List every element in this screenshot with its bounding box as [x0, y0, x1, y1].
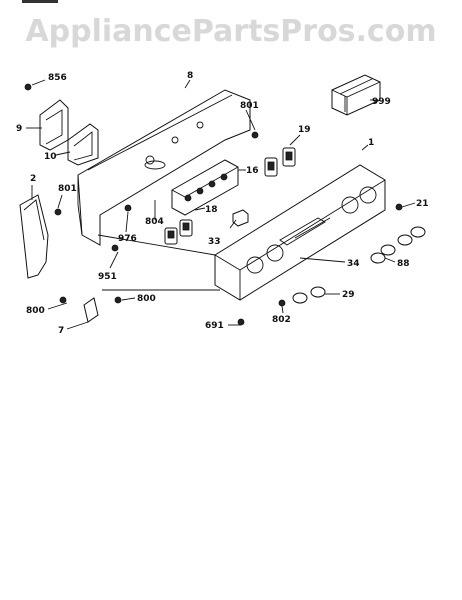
- callout-21: 21: [416, 199, 429, 209]
- switch-part[interactable]: [264, 147, 296, 177]
- callout-labels: 856 8 801 9 10 19 999 1 16 2 801 18 804 …: [16, 71, 429, 336]
- small-switch-part[interactable]: [232, 209, 249, 227]
- callout-800-left: 800: [26, 306, 45, 316]
- screw-691[interactable]: [237, 318, 245, 326]
- side-trim-part[interactable]: [19, 194, 49, 279]
- callout-16: 16: [246, 166, 259, 176]
- bushing-976[interactable]: [124, 204, 132, 212]
- screw-800[interactable]: [59, 296, 67, 304]
- screw-801[interactable]: [251, 131, 259, 139]
- callout-1: 1: [368, 138, 374, 148]
- callout-691: 691: [205, 321, 224, 331]
- screw-856[interactable]: [24, 83, 32, 91]
- callout-18: 18: [205, 205, 218, 215]
- callout-88: 88: [397, 259, 410, 269]
- callout-804: 804: [145, 217, 164, 227]
- callout-999: 999: [372, 97, 391, 107]
- callout-976: 976: [118, 234, 137, 244]
- callout-8: 8: [187, 71, 193, 81]
- callout-10: 10: [44, 152, 57, 162]
- watermark: AppliancePartsPros.com: [25, 14, 437, 49]
- knob-part-29[interactable]: [292, 286, 326, 304]
- callout-29: 29: [342, 290, 355, 300]
- control-module-part[interactable]: [331, 74, 381, 116]
- callout-802: 802: [272, 315, 291, 325]
- callout-33: 33: [208, 237, 221, 247]
- leader-lines: [26, 79, 416, 330]
- timer-assembly-part[interactable]: [171, 159, 239, 216]
- callout-7: 7: [58, 326, 64, 336]
- side-bracket-part[interactable]: [39, 99, 69, 151]
- callout-801-top: 801: [240, 101, 259, 111]
- bracket-part[interactable]: [67, 123, 99, 166]
- screw-800-right[interactable]: [114, 296, 122, 304]
- screw-951[interactable]: [111, 244, 119, 252]
- mounting-bracket-part[interactable]: [83, 297, 99, 323]
- callout-19: 19: [298, 125, 311, 135]
- knob-part-88[interactable]: [370, 226, 426, 264]
- top-edge-mark: [22, 0, 58, 3]
- callout-856: 856: [48, 73, 67, 83]
- callout-800-right: 800: [137, 294, 156, 304]
- infinite-switch-part[interactable]: [164, 219, 193, 245]
- screw-21[interactable]: [395, 203, 403, 211]
- screw-802[interactable]: [278, 299, 286, 307]
- callout-34: 34: [347, 259, 360, 269]
- screw-801-side[interactable]: [54, 208, 62, 216]
- control-panel-part[interactable]: [214, 164, 386, 301]
- callout-801-side: 801: [58, 184, 77, 194]
- callout-951: 951: [98, 272, 117, 282]
- back-panel-part[interactable]: [77, 89, 251, 246]
- callout-9: 9: [16, 124, 22, 134]
- callout-2: 2: [30, 174, 36, 184]
